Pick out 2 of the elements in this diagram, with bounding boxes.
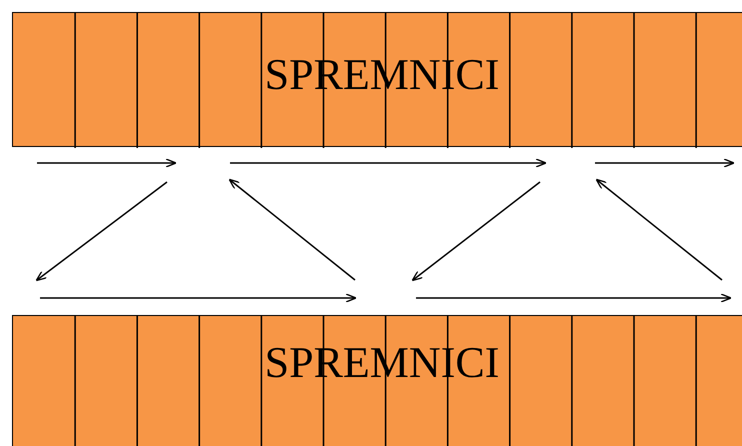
storage-band	[12, 12, 742, 147]
storage-band	[12, 315, 742, 446]
